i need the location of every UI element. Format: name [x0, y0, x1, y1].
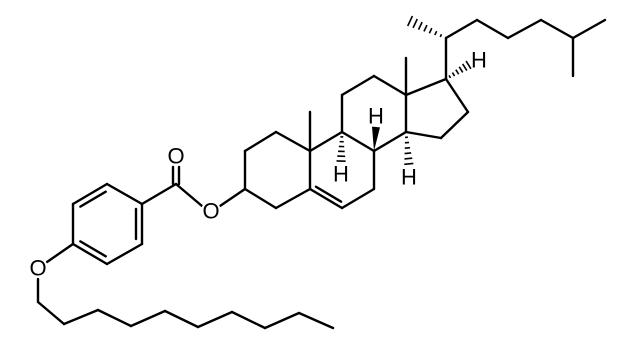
- ring-bond: [372, 130, 408, 153]
- alkyl-chain-bond: [163, 309, 200, 329]
- carbonyl-oxygen-label: O: [167, 144, 184, 169]
- ester-bond: [218, 187, 247, 208]
- atom-label-layer: O O O H H H H: [28, 48, 488, 281]
- ester-oxygen: O: [201, 199, 221, 224]
- hydrogen-c8-label: H: [368, 104, 384, 129]
- side-chain-bond: [475, 18, 510, 40]
- alkyl-chain-bond: [196, 310, 234, 329]
- wedge-bond-h8: [372, 126, 380, 151]
- side-chain-bond: [539, 18, 575, 40]
- hydrogen-c9: H: [332, 162, 350, 187]
- ring-bond: [404, 77, 448, 97]
- side-chain-bond: [506, 18, 543, 40]
- aryl-carbonyl-bond: [140, 182, 178, 206]
- alkyl-chain-bond: [297, 311, 335, 330]
- hydrogen-c8: H: [367, 104, 385, 129]
- aromatic-ring-bond: [105, 182, 144, 206]
- ring-bond: [308, 130, 344, 153]
- aromatic-ring-bond: [105, 242, 144, 266]
- ether-oxygen-label: O: [29, 256, 46, 281]
- hashed-bond-h14: [404, 136, 414, 166]
- ring-bond: [274, 130, 312, 153]
- ring-bond: [243, 187, 278, 210]
- side-chain-bond: [444, 18, 479, 40]
- hydrogen-c9-label: H: [333, 162, 349, 187]
- ring-bond: [404, 130, 443, 140]
- ring-bond: [372, 74, 408, 97]
- hashed-bond-h17: [448, 60, 472, 79]
- ring-bond: [444, 77, 470, 114]
- aromatic-double-bond: [79, 190, 107, 208]
- ring-bond: [243, 130, 278, 153]
- side-chain-bond: [571, 18, 607, 40]
- ether-oxygen: O: [28, 256, 48, 281]
- alkene-double-bond: [314, 185, 343, 203]
- bond-layer: [36, 15, 607, 330]
- aryl-ether-bond: [45, 242, 75, 264]
- ring-bond: [274, 187, 312, 210]
- ring-bond: [340, 187, 376, 210]
- alkyl-chain-bond: [62, 308, 100, 326]
- alkyl-chain-bond: [129, 309, 167, 328]
- hashed-bond-c21: [406, 15, 443, 38]
- aromatic-double-bond: [79, 240, 107, 258]
- hydrogen-c14: H: [400, 165, 418, 190]
- alkyl-chain-bond: [263, 311, 301, 330]
- aromatic-ring-bond: [71, 182, 109, 206]
- aromatic-ring-bond: [71, 242, 109, 266]
- alkyl-chain-bond: [230, 310, 267, 330]
- ester-bond: [174, 182, 204, 208]
- alkyl-chain-bond: [96, 308, 133, 328]
- hashed-bond-h9: [336, 135, 346, 163]
- alkyl-chain-bond: [36, 300, 66, 326]
- ring-bond: [308, 187, 344, 210]
- hydrogen-c17: H: [470, 48, 488, 73]
- ester-oxygen-label: O: [202, 199, 219, 224]
- carbonyl-oxygen: O: [166, 144, 186, 169]
- hydrogen-c14-label: H: [401, 165, 417, 190]
- ring-bond: [439, 110, 470, 140]
- ring-bond: [340, 130, 376, 153]
- ring-bond: [340, 74, 376, 97]
- hydrogen-c17-label: H: [471, 48, 487, 73]
